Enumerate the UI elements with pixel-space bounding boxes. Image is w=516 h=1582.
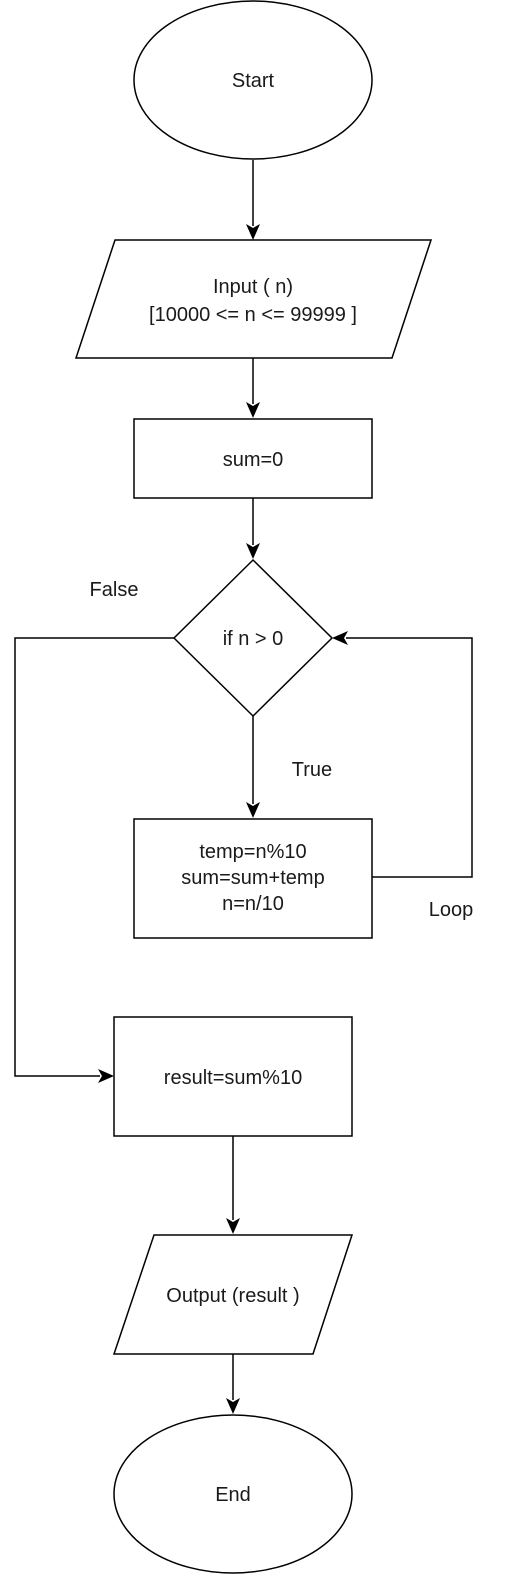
loop-edge-label: Loop (429, 899, 474, 921)
node-condition: if n > 0 (172, 558, 334, 718)
node-loop-body: temp=n%10 sum=sum+temp n=n/10 (133, 818, 373, 939)
loop-body-line3: n=n/10 (222, 893, 284, 915)
node-init-sum: sum=0 (133, 418, 373, 499)
edge-condition-false (14, 637, 174, 1077)
node-end: End (113, 1414, 353, 1574)
input-parallelogram (74, 239, 433, 359)
node-output: Output (result ) (112, 1234, 354, 1355)
start-label: Start (232, 70, 275, 92)
arrowhead-input (246, 224, 260, 240)
condition-diamond (172, 558, 334, 718)
end-label: End (215, 1484, 251, 1506)
edges (14, 160, 473, 1414)
arrowhead-result (98, 1069, 114, 1083)
loop-body-line1: temp=n%10 (199, 841, 306, 863)
loop-body-rect (133, 818, 373, 939)
condition-label: if n > 0 (223, 628, 284, 650)
start-ellipse (133, 0, 373, 160)
result-rect (113, 1016, 353, 1137)
node-start: Start (133, 0, 373, 160)
init-sum-label: sum=0 (223, 449, 284, 471)
result-label: result=sum%10 (164, 1067, 302, 1089)
node-input: Input ( n) [10000 <= n <= 99999 ] (74, 239, 433, 359)
arrowhead-condition (246, 543, 260, 559)
false-edge-label: False (90, 579, 139, 601)
end-ellipse (113, 1414, 353, 1574)
edge-labels: False True Loop (90, 579, 474, 921)
arrowhead-loop-back (332, 631, 348, 645)
output-label: Output (result ) (166, 1285, 299, 1307)
loop-body-line2: sum=sum+temp (181, 867, 324, 889)
true-edge-label: True (292, 759, 332, 781)
output-parallelogram (112, 1234, 354, 1355)
arrowhead-loop-body (246, 802, 260, 818)
input-label-line2: [10000 <= n <= 99999 ] (149, 304, 357, 326)
edge-loop-back (346, 637, 473, 878)
init-sum-rect (133, 418, 373, 499)
arrowhead-end (226, 1398, 240, 1414)
input-label-line1: Input ( n) (213, 276, 293, 298)
node-result: result=sum%10 (113, 1016, 353, 1137)
arrowhead-sum (246, 402, 260, 418)
arrowhead-output (226, 1218, 240, 1234)
